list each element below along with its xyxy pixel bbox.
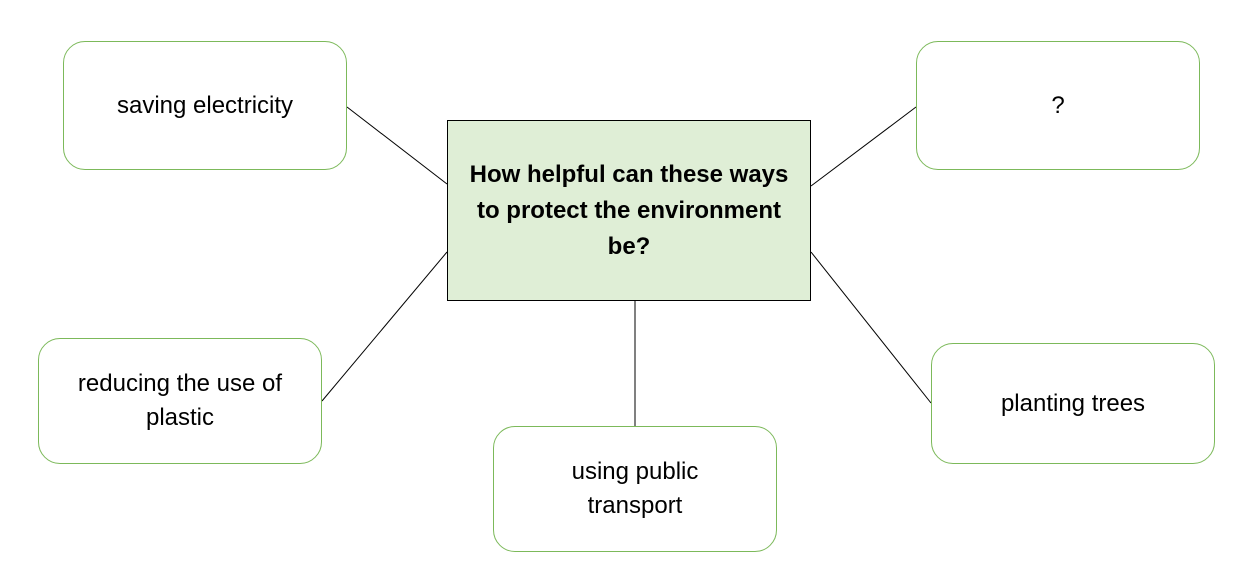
idea-box-public-transport: using public transport — [493, 426, 777, 552]
central-question-box: How helpful can these ways to protect th… — [447, 120, 811, 301]
idea-box-reducing-plastic: reducing the use of plastic — [38, 338, 322, 464]
idea-label: saving electricity — [116, 91, 294, 119]
idea-label: planting trees — [1000, 389, 1146, 417]
connector-top-left — [346, 106, 448, 185]
idea-box-saving-electricity: saving electricity — [63, 41, 347, 170]
idea-box-unknown: ? — [916, 41, 1200, 170]
connector-bottom-right — [810, 251, 932, 404]
connector-top-right — [810, 106, 917, 187]
idea-label: reducing the use of plastic — [77, 370, 283, 431]
central-question-text: How helpful can these ways to protect th… — [469, 160, 789, 260]
idea-box-planting-trees: planting trees — [931, 343, 1215, 464]
idea-label: using public transport — [571, 458, 699, 519]
idea-label: ? — [1051, 91, 1065, 119]
connector-bottom-left — [321, 251, 448, 402]
